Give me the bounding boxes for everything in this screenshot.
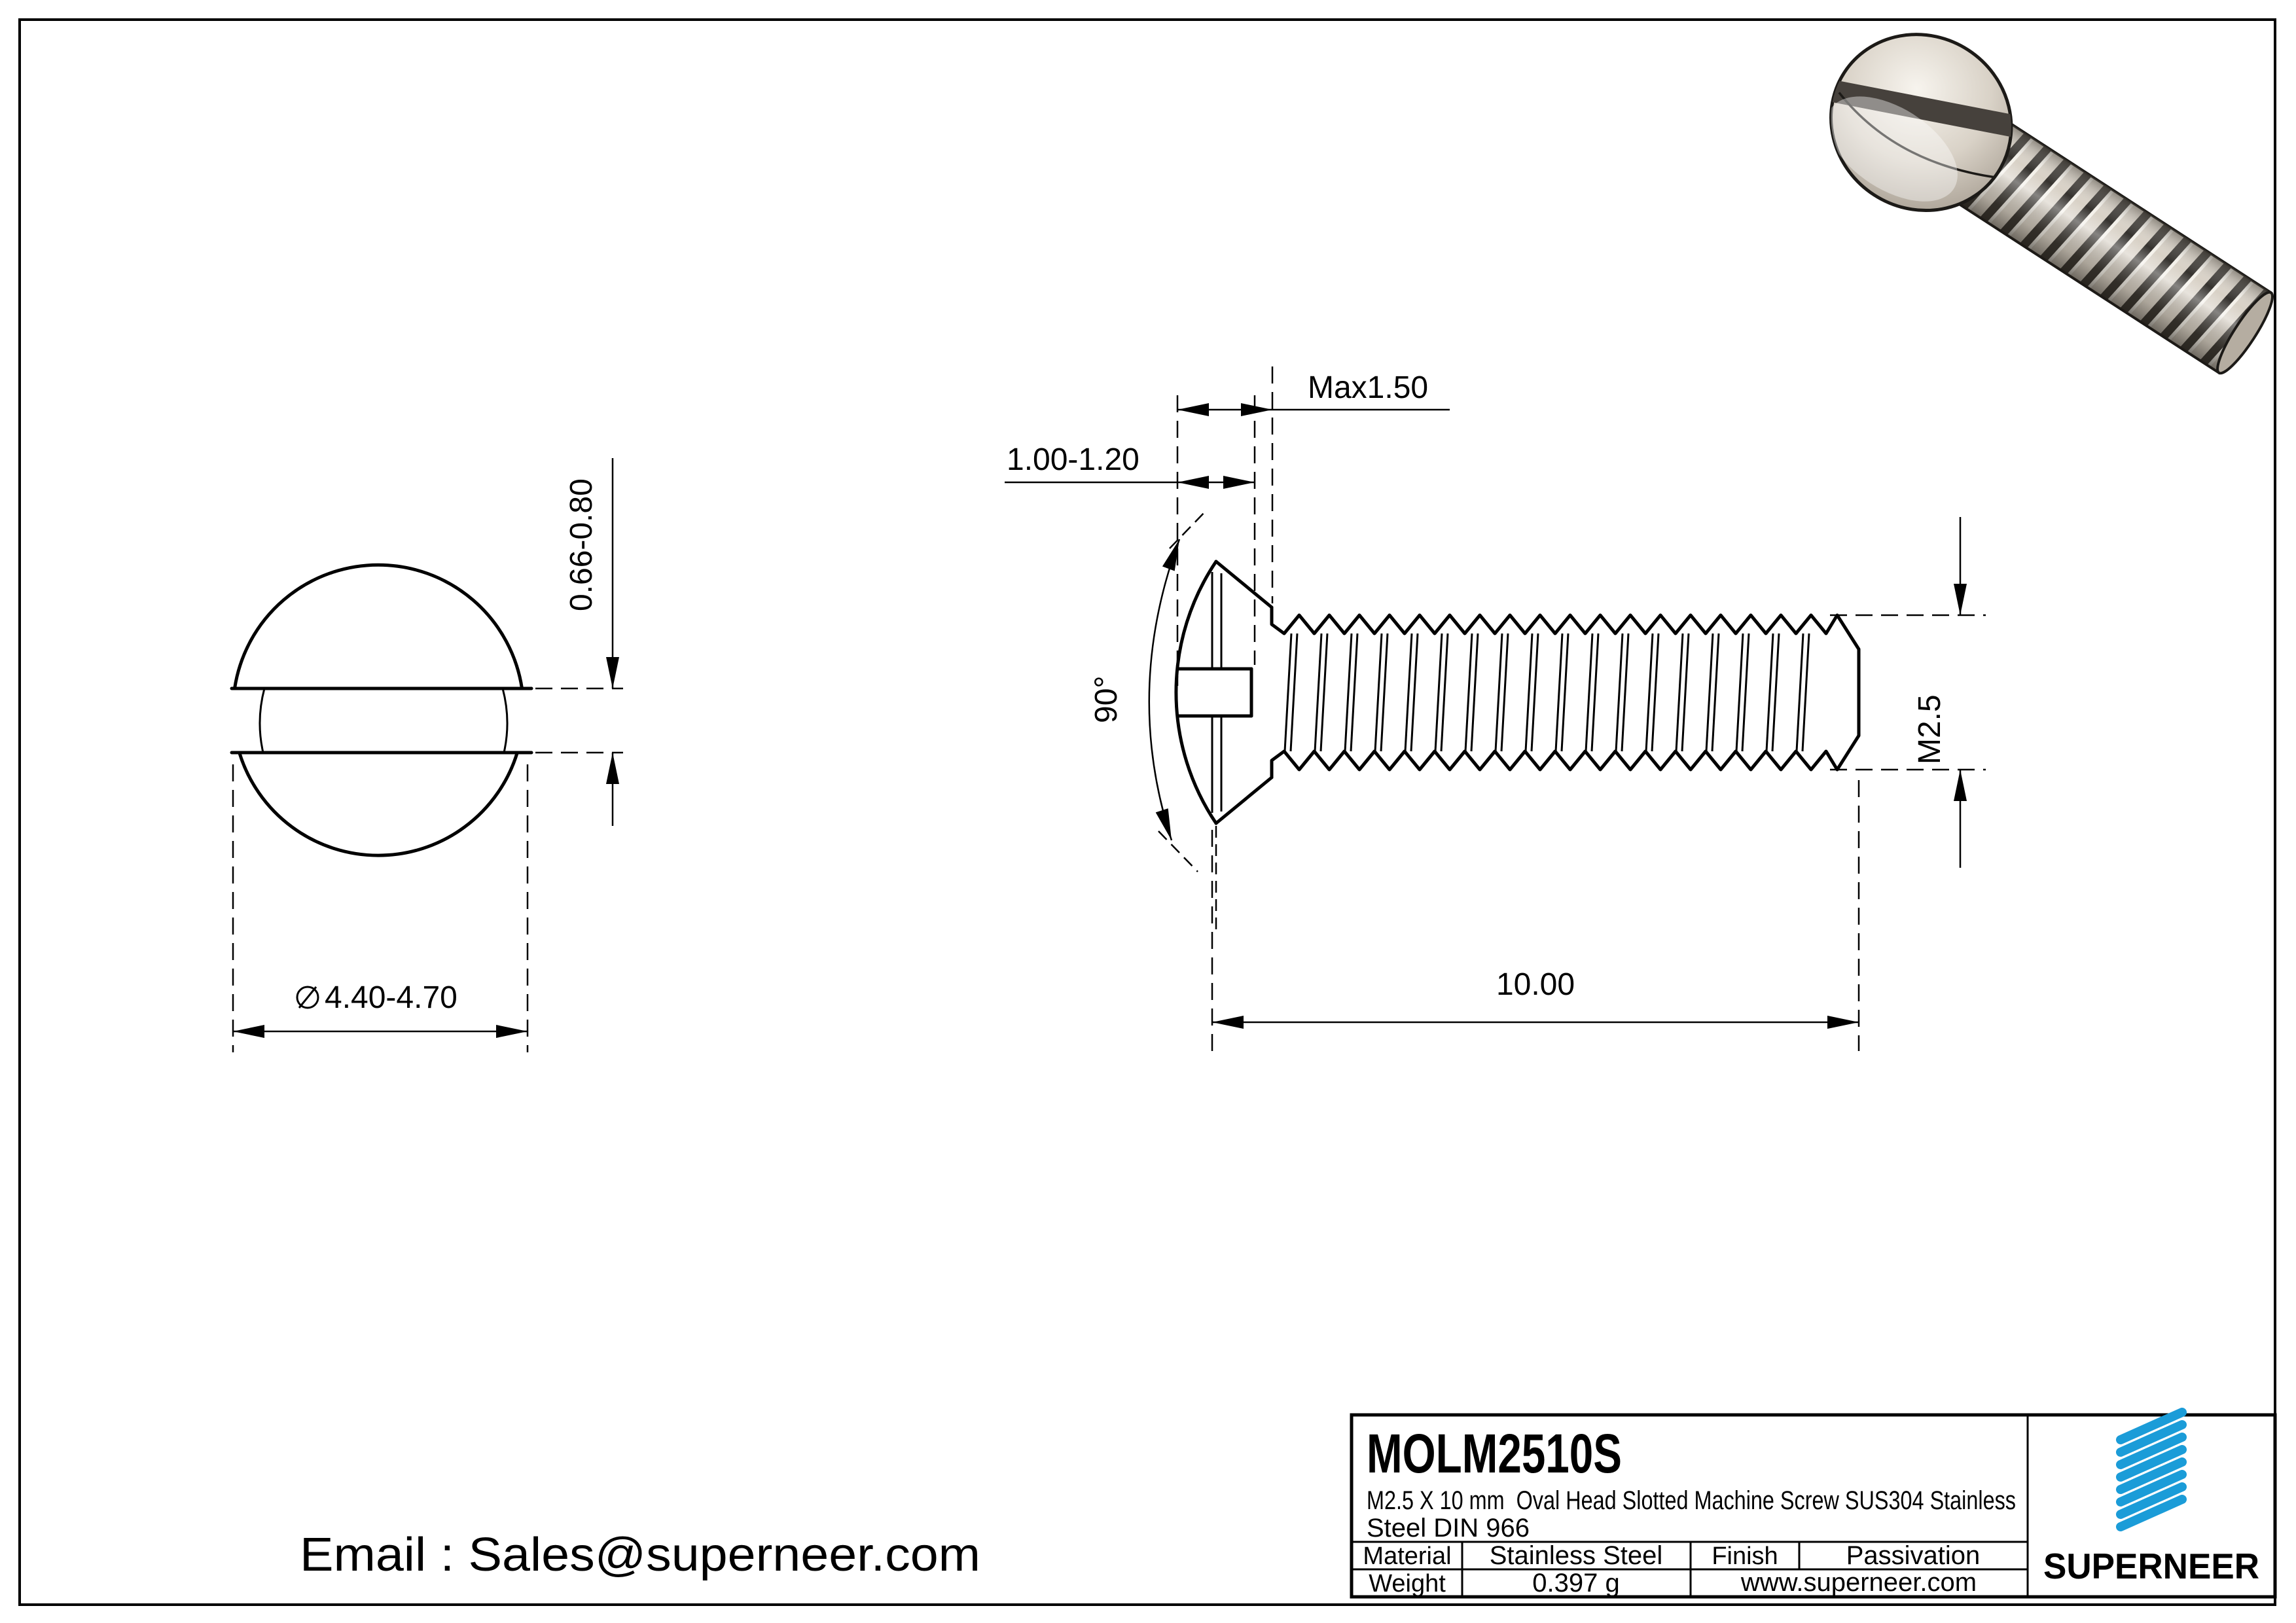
side-length-dim-label: 10.00: [1496, 967, 1575, 1002]
side-head-height-dim-label: Max1.50: [1308, 370, 1428, 405]
page-border: [18, 18, 2276, 1606]
side-slot-depth-dim-label: 1.00-1.20: [1007, 442, 1139, 477]
front-slot-width-dim-label: 0.66-0.80: [564, 478, 599, 611]
logo-stripes-icon: [2116, 1408, 2187, 1531]
side-angle-dim-label: 90°: [1089, 675, 1124, 723]
email-line: Email : Sales@superneer.com: [300, 1529, 980, 1581]
part-number: MOLM2510S: [1367, 1423, 1622, 1484]
side-thread-dim-label: M2.5: [1912, 694, 1947, 764]
side-head-dome-arc: [1174, 560, 1218, 825]
front-head-top-arc: [233, 563, 524, 690]
diameter-symbol: [296, 986, 319, 1009]
screw-3d-slot: [1811, 76, 2037, 141]
description-line2: Steel DIN 966: [1367, 1514, 1530, 1543]
screw-3d-head: [1829, 33, 2013, 213]
screw-3d-tip: [2216, 291, 2274, 375]
weight-value: 0.397 g: [1532, 1569, 1619, 1597]
front-slot-floor-left-arc: [259, 688, 266, 753]
side-thread-outline: [1270, 605, 1861, 779]
website-link[interactable]: www.superneer.com: [1740, 1568, 1977, 1597]
finish-value: Passivation: [1846, 1541, 1981, 1570]
front-head-bottom-arc: [238, 751, 519, 857]
front-slot-floor-right-arc: [501, 688, 509, 753]
material-label: Material: [1363, 1543, 1451, 1570]
material-value: Stainless Steel: [1490, 1541, 1663, 1570]
side-thread-flanks: [1283, 633, 1810, 752]
screw-3d-render: [1811, 33, 2274, 375]
description-line1: M2.5 X 10 mm Oval Head Slotted Machine S…: [1367, 1486, 2016, 1515]
title-block: MOLM2510S M2.5 X 10 mm Oval Head Slotted…: [1350, 1408, 2277, 1599]
side-angle-arc: [1148, 539, 1181, 841]
side-slot-notch: [1175, 667, 1253, 718]
brand-name: SUPERNEER: [2043, 1546, 2259, 1586]
side-view: Max1.50 1.00-1.20 90° M2.5 10.00: [1005, 366, 1986, 1051]
weight-label: Weight: [1369, 1570, 1446, 1597]
finish-label: Finish: [1712, 1543, 1778, 1570]
front-view: 0.66-0.80 4.40-4.70: [230, 458, 623, 1052]
front-diameter-dim-label: 4.40-4.70: [325, 980, 457, 1015]
